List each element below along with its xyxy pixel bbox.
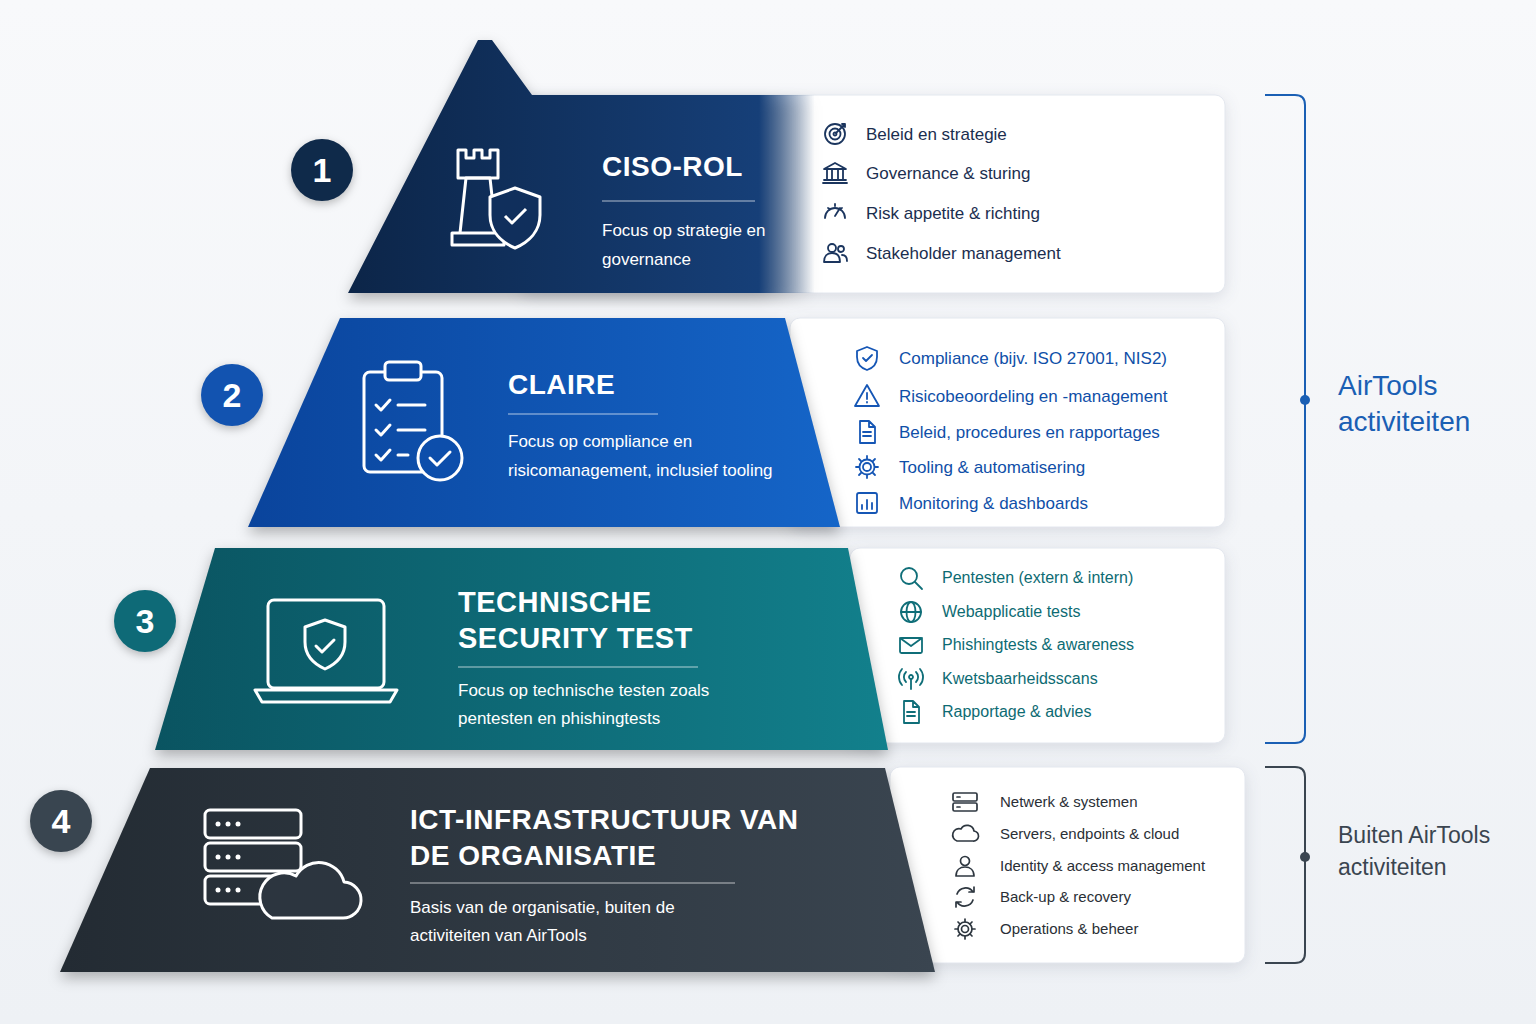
layer-band — [248, 318, 840, 527]
panel-card — [520, 95, 1225, 293]
panel-card — [850, 548, 1225, 743]
panel-card — [890, 767, 1245, 963]
number-badge: 1 — [291, 139, 353, 201]
activity-item: Tooling & automatisering — [899, 456, 1085, 479]
activity-panel: Compliance (bijv. ISO 27001, NIS2) Risico… — [790, 318, 1225, 527]
activity-item: Monitoring & dashboards — [899, 492, 1088, 515]
panel-card — [790, 318, 1225, 527]
badge-number: 3 — [114, 590, 176, 652]
badge-circle — [114, 590, 176, 652]
activity-item: Pentesten (extern & intern) — [942, 567, 1133, 589]
number-badge: 4 — [30, 790, 92, 852]
layer-description: Focus op compliance en risicomanagement,… — [508, 427, 808, 485]
pyramid-layer: TECHNISCHE SECURITY TEST Focus op technis… — [155, 548, 888, 750]
activity-item: Back-up & recovery — [1000, 887, 1131, 907]
badge-circle — [291, 139, 353, 201]
activity-item: Stakeholder management — [866, 242, 1061, 265]
scope-bracket — [1265, 95, 1310, 743]
badge-circle — [201, 364, 263, 426]
pyramid-layer-shape — [348, 40, 815, 293]
layer-heading: ICT-INFRASTRUCTUUR VAN DE ORGANISATIE — [410, 802, 810, 874]
activity-item: Netwerk & systemen — [1000, 792, 1138, 812]
layer-heading: TECHNISCHE SECURITY TEST — [458, 584, 788, 656]
layer-description: Basis van de organisatie, buiten de acti… — [410, 894, 710, 950]
scope-bracket — [1300, 395, 1310, 405]
layer-heading: CLAIRE — [508, 368, 708, 402]
number-badge: 3 — [114, 590, 176, 652]
layer-heading: CISO-ROL — [602, 150, 802, 184]
activity-panel: Pentesten (extern & intern) Webapplicatie… — [850, 548, 1225, 743]
activity-item: Risk appetite & richting — [866, 202, 1040, 225]
badge-number: 4 — [30, 790, 92, 852]
activity-item: Governance & sturing — [866, 162, 1030, 185]
pyramid-layer: CLAIRE Focus op compliance en risicomanag… — [248, 318, 840, 527]
number-badge: 2 — [201, 364, 263, 426]
pyramid-layer: CISO-ROL Focus op strategie en governance — [348, 40, 815, 293]
activity-panel: Netwerk & systemenServers, endpoints & c… — [890, 767, 1245, 963]
bracket-label: Buiten AirTools activiteiten — [1338, 819, 1523, 883]
scope-bracket — [1300, 852, 1310, 862]
activity-item: Rapportage & advies — [942, 701, 1091, 723]
scope-bracket — [1265, 767, 1305, 963]
activity-item: Compliance (bijv. ISO 27001, NIS2) — [899, 347, 1167, 370]
layer-description: Focus op technische testen zoals pentest… — [458, 677, 748, 733]
scope-bracket — [1265, 95, 1305, 743]
activity-item: Beleid en strategie — [866, 123, 1007, 146]
bracket-label: AirTools activiteiten — [1338, 368, 1498, 440]
activity-item: Risicobeoordeling en -management — [899, 385, 1167, 408]
pyramid-layer: ICT-INFRASTRUCTUUR VAN DE ORGANISATIE Bas… — [60, 768, 935, 972]
layer-band — [155, 548, 888, 750]
layer-band — [348, 40, 815, 293]
scope-bracket — [1265, 767, 1310, 963]
pyramid-layer-shape — [248, 318, 840, 527]
layer-description: Focus op strategie en governance — [602, 216, 770, 274]
activity-item: Webapplicatie tests — [942, 601, 1080, 623]
badge-number: 2 — [201, 364, 263, 426]
activity-item: Beleid, procedures en rapportages — [899, 421, 1160, 444]
activity-item: Identity & access management — [1000, 856, 1205, 876]
badge-number: 1 — [291, 139, 353, 201]
layer-band — [60, 768, 935, 972]
activity-item: Operations & beheer — [1000, 919, 1138, 939]
activity-item: Servers, endpoints & cloud — [1000, 824, 1179, 844]
activity-item: Kwetsbaarheidsscans — [942, 668, 1098, 690]
badge-circle — [30, 790, 92, 852]
activity-item: Phishingtests & awareness — [942, 634, 1134, 656]
